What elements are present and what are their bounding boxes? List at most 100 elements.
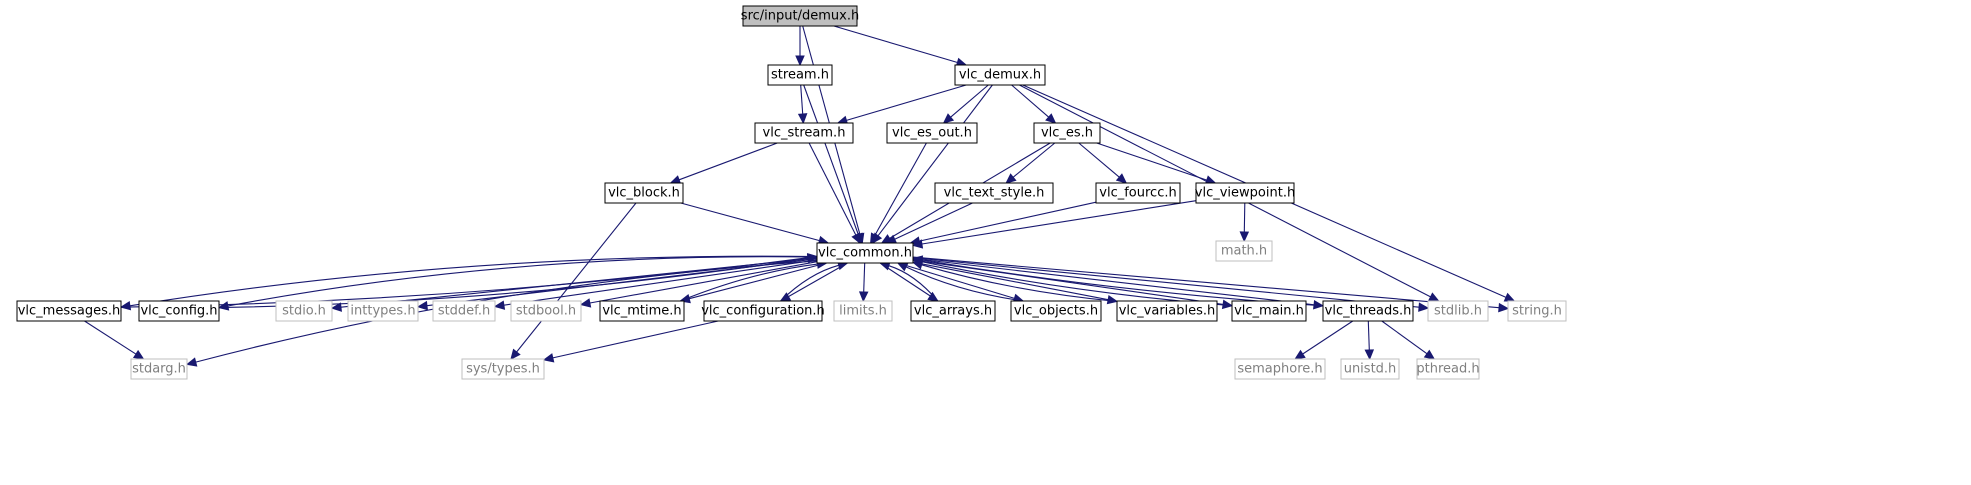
edge-vlc_threads_h-to-semaphore_h	[1294, 320, 1354, 360]
node-vlc-viewpoint-h[interactable]: vlc_viewpoint.h	[1195, 182, 1295, 204]
node-label: stdarg.h	[132, 362, 186, 377]
node-box	[934, 182, 1054, 204]
arrowhead-icon	[911, 239, 924, 249]
arrowhead-icon	[797, 113, 808, 125]
node-box	[432, 300, 496, 322]
arrowhead-icon	[1115, 173, 1128, 184]
node-vlc-common-h[interactable]: vlc_common.h	[816, 242, 914, 264]
arrowhead-icon	[858, 291, 869, 303]
node-label: stdlib.h	[1434, 304, 1482, 319]
node-vlc-es-out-h[interactable]: vlc_es_out.h	[886, 122, 978, 144]
edge-line	[678, 142, 778, 181]
edge-line	[1381, 320, 1428, 355]
node-vlc-objects-h[interactable]: vlc_objects.h	[1010, 300, 1102, 322]
node-box	[833, 300, 893, 322]
node-box	[1116, 300, 1218, 322]
arrowhead-icon	[185, 357, 198, 367]
node-vlc-variables-h[interactable]: vlc_variables.h	[1116, 300, 1218, 322]
node-label: unistd.h	[1344, 362, 1397, 377]
node-label: sys/types.h	[466, 362, 540, 377]
node-demux-h[interactable]: src/input/demux.h	[741, 5, 859, 27]
edge-line	[897, 262, 1015, 299]
arrowhead-icon	[1503, 292, 1516, 302]
arrowhead-icon	[795, 55, 805, 67]
node-box	[1231, 300, 1307, 322]
edge-vlc_common_h-to-stddef_h	[493, 259, 818, 310]
node-box	[1340, 358, 1400, 380]
node-vlc-mtime-h[interactable]: vlc_mtime.h	[599, 300, 685, 322]
edge-line	[950, 84, 989, 118]
node-vlc-text-style-h[interactable]: vlc_text_style.h	[934, 182, 1054, 204]
node-vlc-threads-h[interactable]: vlc_threads.h	[1322, 300, 1414, 322]
node-vlc-messages-h[interactable]: vlc_messages.h	[16, 300, 122, 322]
edge-line	[84, 320, 137, 355]
node-label: vlc_es_out.h	[892, 126, 972, 141]
edge-line	[921, 264, 1118, 302]
edge-line	[1367, 320, 1370, 351]
node-vlc-es-h[interactable]: vlc_es.h	[1033, 122, 1101, 144]
arrowhead-icon	[132, 349, 145, 360]
node-vlc-config-h[interactable]: vlc_config.h	[138, 300, 220, 322]
edge-vlc_messages_h-to-stdarg_h	[84, 320, 145, 360]
edge-vlc_viewpoint_h-to-math_h	[1239, 202, 1250, 243]
edge-vlc_block_h-to-vlc_common_h	[680, 202, 830, 246]
node-stdbool-h: stdbool.h	[510, 300, 582, 322]
edge-line	[833, 25, 958, 64]
edge-vlc_demux_h-to-vlc_es_out_h	[942, 84, 989, 124]
node-label: vlc_objects.h	[1014, 304, 1098, 319]
node-vlc-fourcc-h[interactable]: vlc_fourcc.h	[1095, 182, 1181, 204]
edge-vlc_text_style_h-to-vlc_common_h	[885, 202, 973, 244]
arrowhead-icon	[416, 300, 428, 311]
edge-line	[846, 84, 967, 121]
edge-vlc_fourcc_h-to-vlc_common_h	[909, 201, 1097, 246]
edge-demux_h-to-vlc_demux_h	[833, 25, 968, 67]
arrowhead-icon	[1294, 349, 1306, 360]
node-label: vlc_es.h	[1041, 126, 1093, 141]
edge-line	[680, 263, 818, 302]
arrowhead-icon	[119, 300, 132, 311]
edge-line	[921, 200, 1197, 245]
node-label: vlc_main.h	[1234, 304, 1304, 319]
edge-line	[1096, 142, 1207, 181]
node-box	[742, 5, 858, 27]
node-label: stream.h	[771, 68, 829, 83]
node-inttypes-h: inttypes.h	[347, 300, 419, 322]
arrowhead-icon	[1239, 231, 1250, 243]
edge-vlc_stream_h-to-vlc_common_h	[808, 142, 861, 245]
edge-line	[680, 202, 820, 242]
edge-line	[912, 261, 1109, 301]
edge-line	[905, 266, 1024, 302]
edge-vlc_common_h-to-limits_h	[858, 262, 869, 303]
node-vlc-arrays-h[interactable]: vlc_arrays.h	[910, 300, 996, 322]
edge-vlc_common_h-to-vlc_main_h	[912, 259, 1234, 310]
arrowhead-icon	[330, 302, 342, 312]
edge-line	[129, 255, 818, 307]
edge-vlc_threads_h-to-unistd_h	[1364, 320, 1375, 361]
node-string-h: string.h	[1507, 300, 1567, 322]
node-box	[1195, 182, 1295, 204]
node-label: vlc_configuration.h	[701, 304, 825, 319]
arrowhead-icon	[1498, 302, 1510, 313]
node-vlc-configuration-h[interactable]: vlc_configuration.h	[701, 300, 825, 322]
edge-line	[516, 202, 637, 353]
node-vlc-main-h[interactable]: vlc_main.h	[1231, 300, 1307, 322]
nodes-layer: src/input/demux.h stream.h vlc_demux.h vlc_…	[16, 5, 1567, 380]
node-label: vlc_threads.h	[1325, 304, 1412, 319]
node-label: inttypes.h	[350, 304, 415, 319]
node-vlc-stream-h[interactable]: vlc_stream.h	[754, 122, 854, 144]
node-box	[604, 182, 684, 204]
node-stream-h[interactable]: stream.h	[767, 64, 833, 86]
edge-vlc_es_h-to-vlc_viewpoint_h	[1096, 142, 1217, 185]
node-vlc-block-h[interactable]: vlc_block.h	[604, 182, 684, 204]
node-vlc-demux-h[interactable]: vlc_demux.h	[954, 64, 1046, 86]
node-box	[1416, 358, 1480, 380]
node-box	[1322, 300, 1414, 322]
edge-line	[912, 256, 1500, 309]
node-box	[347, 300, 419, 322]
edge-vlc_es_h-to-vlc_text_style_h	[1005, 142, 1056, 184]
arrowhead-icon	[851, 232, 861, 245]
edge-line	[912, 257, 1420, 308]
edge-stream_h-to-vlc_common_h	[803, 84, 863, 245]
node-stdlib-h: stdlib.h	[1427, 300, 1489, 322]
edge-stream_h-to-vlc_stream_h	[797, 84, 808, 125]
